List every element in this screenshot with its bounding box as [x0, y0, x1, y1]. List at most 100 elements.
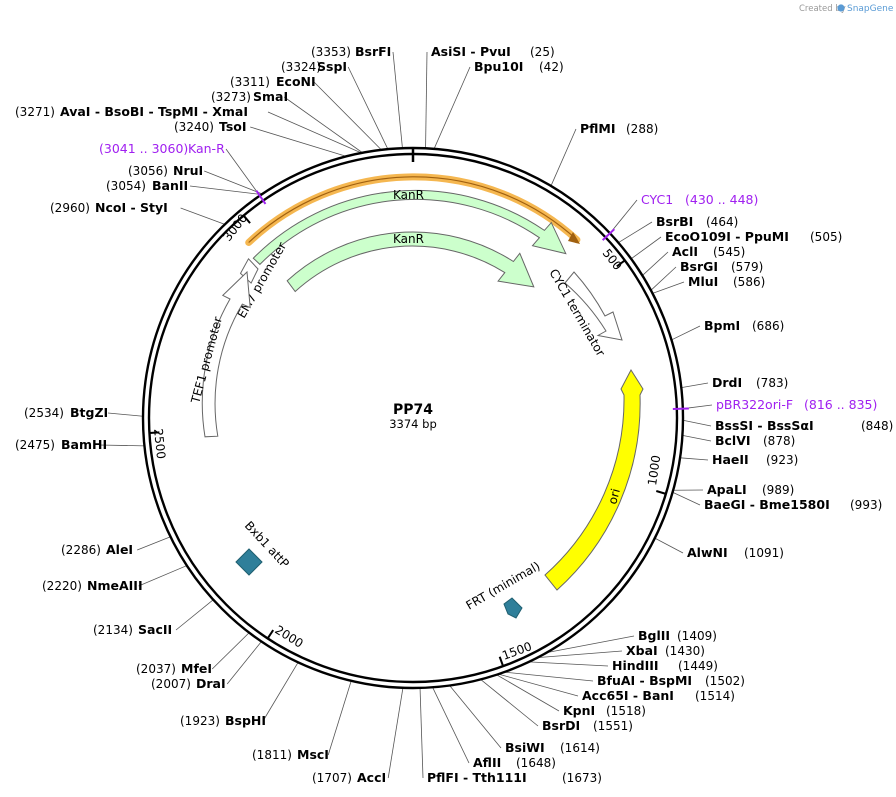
kan-r-primer-line — [248, 176, 578, 243]
primer-pbr322ori-f-position: (816 .. 835) — [804, 397, 877, 412]
frt-label: FRT (minimal) — [464, 559, 543, 613]
site-sspi-leader — [347, 66, 389, 150]
site-nmeaiii-leader — [138, 565, 188, 587]
site-bsrbi-position: (464) — [706, 215, 738, 229]
site-bpu10i-leader — [433, 66, 471, 149]
site-acci-leader — [387, 687, 404, 779]
plasmid-name: PP74 — [393, 402, 433, 418]
site-bclvi-label: BclVI — [715, 433, 751, 448]
site-asisi-position: (25) — [530, 45, 555, 59]
site-acli-leader — [642, 251, 669, 276]
site-banii-position: (3054) — [106, 179, 146, 193]
site-bpu10i-label: Bpu10I — [474, 59, 523, 74]
site-bsssi-label: BssSI - BssSαI — [715, 418, 814, 433]
site-alei-position: (2286) — [61, 543, 101, 557]
site-xbai-leader — [537, 650, 623, 659]
site-alwni-leader — [654, 537, 684, 554]
site-bamhi-leader — [98, 444, 145, 447]
site-haeii-position: (923) — [766, 453, 798, 467]
primer-kan-r-label: Kan-R — [188, 141, 225, 156]
tick-label-3000: 3000 — [220, 211, 250, 244]
site-bfuai-position: (1502) — [705, 674, 745, 688]
site-tsoi-position: (3240) — [174, 120, 214, 134]
primer-kan-r-position: (3041 .. 3060) — [99, 141, 188, 156]
site-banii-leader — [189, 185, 262, 195]
site-econi-position: (3311) — [230, 75, 270, 89]
site-acc65i-label: Acc65I - BanI — [582, 688, 674, 703]
tick-label-1500: 1500 — [500, 639, 533, 663]
site-drdi-leader — [681, 382, 709, 389]
ori-arrow — [544, 369, 644, 591]
site-bpmi-label: BpmI — [704, 318, 740, 333]
site-aflii-position: (1648) — [516, 756, 556, 770]
site-btgzi-leader — [107, 412, 144, 417]
primer-pbr322ori-f-label: pBR322ori-F — [716, 397, 793, 412]
site-acc65i-leader — [498, 673, 579, 697]
site-nrui-label: NruI — [173, 163, 203, 178]
site-alwni-position: (1091) — [744, 546, 784, 560]
site-banii-label: BanII — [152, 178, 188, 193]
site-econi-leader — [313, 81, 382, 151]
site-baegi-label: BaeGI - Bme1580I — [704, 497, 830, 512]
ori-label: ori — [605, 487, 623, 506]
site-bamhi-position: (2475) — [15, 438, 55, 452]
site-bsrbi-leader — [618, 221, 653, 244]
site-msci-label: MscI — [297, 747, 329, 762]
site-smai-leader — [283, 96, 363, 154]
site-nmeaiii-label: NmeAIII — [87, 578, 143, 593]
primer-cyc1-label: CYC1 — [641, 192, 673, 207]
primer-kan-r-leader — [225, 148, 261, 196]
snapgene-logo: SnapGene — [837, 4, 894, 14]
site-pflfi-position: (1673) — [562, 771, 602, 785]
site-alei-leader — [137, 536, 171, 551]
site-bsrfi-leader — [392, 51, 403, 149]
site-bfuai-leader — [504, 671, 594, 682]
site-bpmi-position: (686) — [752, 319, 784, 333]
site-bsrfi-position: (3353) — [311, 45, 351, 59]
site-avai-leader — [267, 111, 362, 154]
site-baegi-leader — [672, 491, 701, 506]
site-bfuai-label: BfuAI - BspMI — [597, 673, 692, 688]
site-bsrbi-label: BsrBI — [656, 214, 693, 229]
kanr-inner-arrow — [286, 231, 535, 293]
site-econi-label: EcoNI — [276, 74, 316, 89]
site-smai-position: (3273) — [211, 90, 251, 104]
site-drai-position: (2007) — [151, 677, 191, 691]
site-bclvi-position: (878) — [763, 434, 795, 448]
site-bsrfi-label: BsrFI — [355, 44, 391, 59]
tick-mark-2500 — [149, 431, 160, 434]
backbone — [141, 146, 685, 690]
site-ecoo109i-leader — [630, 236, 662, 260]
site-haeii-label: HaeII — [712, 452, 749, 467]
tick-mark-500 — [616, 259, 626, 268]
site-xbai-position: (1430) — [665, 644, 705, 658]
site-labels: BsrFI(3353)SspI(3324)EcoNI(3311)SmaI(327… — [15, 44, 893, 785]
site-sacii-leader — [175, 599, 214, 631]
site-bsphi-position: (1923) — [180, 714, 220, 728]
site-bsssi-leader — [682, 419, 712, 427]
site-nrui-position: (3056) — [128, 164, 168, 178]
site-acc65i-position: (1514) — [695, 689, 735, 703]
tick-mark-1000 — [656, 490, 667, 495]
site-aflii-label: AflII — [473, 755, 501, 770]
site-tsoi-leader — [250, 126, 347, 157]
site-drai-leader — [226, 641, 262, 685]
site-avai-position: (3271) — [15, 105, 55, 119]
kan-r-primer-arrowhead — [568, 232, 580, 244]
snapgene-icon — [837, 4, 845, 12]
site-msci-leader — [327, 680, 352, 756]
site-pflfi-leader — [419, 687, 424, 779]
site-drdi-position: (783) — [756, 376, 788, 390]
site-hindiii-position: (1449) — [678, 659, 718, 673]
site-kpni-position: (1518) — [606, 704, 646, 718]
site-mlui-leader — [652, 281, 685, 294]
site-alei-label: AleI — [106, 542, 133, 557]
site-bsrdi-label: BsrDI — [542, 718, 580, 733]
site-mfei-position: (2037) — [136, 662, 176, 676]
brand-text: SnapGene — [847, 4, 894, 14]
site-asisi-leader — [425, 51, 428, 149]
pbr322ori-f-primer-mark — [672, 407, 689, 411]
site-btgzi-label: BtgZI — [70, 405, 108, 420]
site-kpni-label: KpnI — [563, 703, 595, 718]
